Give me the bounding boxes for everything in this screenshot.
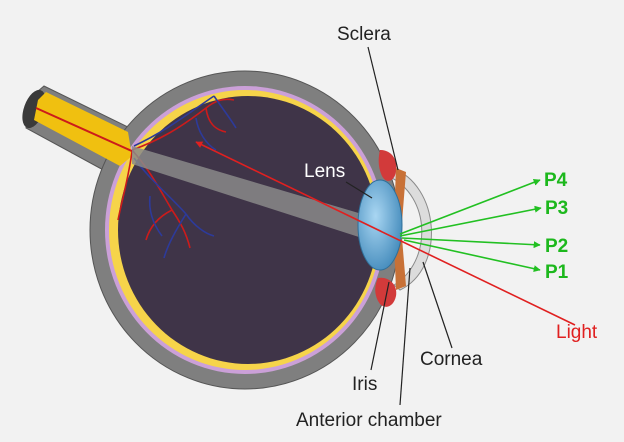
p4-ray	[399, 179, 541, 235]
light-ray	[195, 141, 576, 326]
ciliary-body-lower	[375, 277, 397, 307]
cornea-leader	[422, 261, 453, 349]
anterior-chamber-label: Anterior chamber	[296, 410, 442, 431]
sclera-leader	[367, 46, 399, 171]
p3-label: P3	[545, 198, 568, 219]
p1-label: P1	[545, 262, 569, 283]
anterior-chamber-leader	[399, 267, 411, 406]
cornea-label: Cornea	[420, 349, 483, 370]
lens	[357, 179, 403, 271]
p2-label: P2	[545, 236, 568, 257]
p2-ray	[401, 237, 541, 249]
leader-lines	[345, 46, 453, 406]
iris-leader	[370, 281, 390, 371]
p4-label: P4	[544, 170, 568, 191]
lens-leader	[345, 181, 373, 199]
iris-label: Iris	[352, 374, 377, 395]
visual-axis-band	[132, 146, 362, 238]
ciliary-body-upper	[378, 150, 397, 181]
purkinje-reflections	[399, 179, 542, 273]
light-label: Light	[556, 322, 598, 343]
lens-label: Lens	[304, 161, 345, 182]
p1-ray	[403, 239, 541, 273]
central-vessel	[35, 107, 135, 153]
p3-ray	[399, 205, 542, 237]
sclera-label: Sclera	[337, 24, 391, 45]
